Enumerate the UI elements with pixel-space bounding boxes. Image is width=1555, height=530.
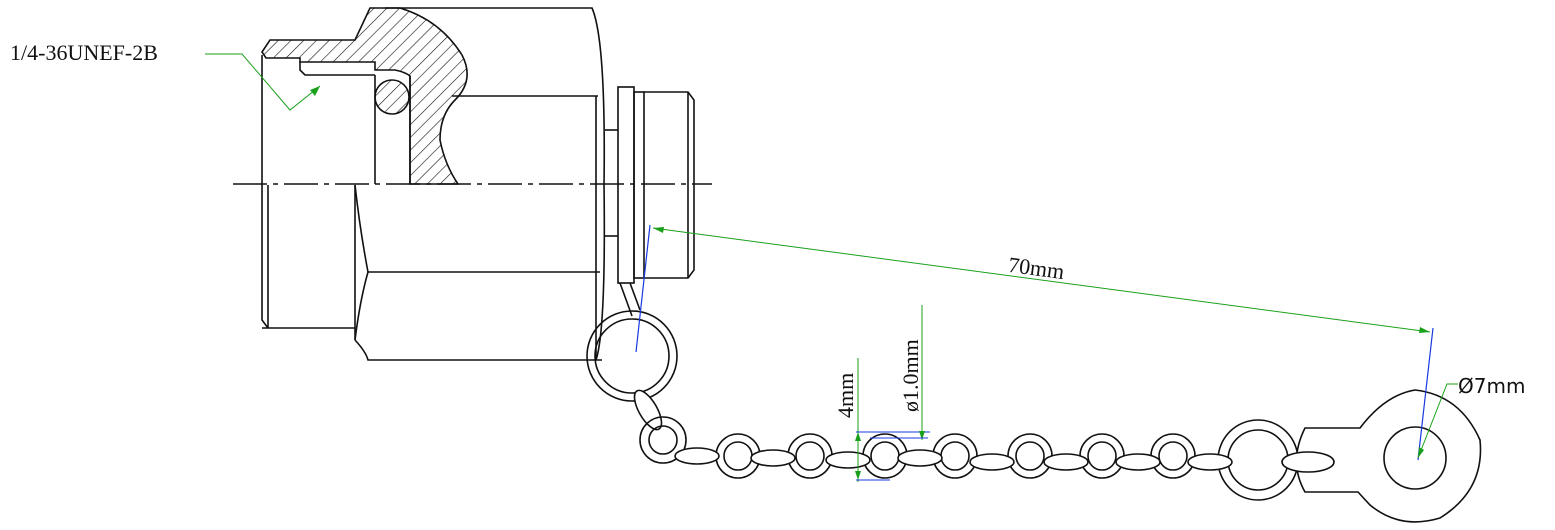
- chain-ring-top: [586, 310, 678, 402]
- connector-body: [233, 7, 712, 361]
- chain-link: [969, 453, 1015, 471]
- chain-link: [750, 449, 796, 467]
- hole-diameter-leader: Ø7mm: [1417, 374, 1525, 459]
- chain-link: [1187, 453, 1233, 471]
- thread-leader: 1/4-36UNEF-2B: [10, 40, 321, 111]
- link-size-label: 4mm: [833, 373, 858, 418]
- end-ring-lug: [1295, 389, 1482, 523]
- link-size-dimension: 4mm: [833, 358, 930, 482]
- chain-link: [1281, 451, 1335, 473]
- wire-diameter-label: ø1.0mm: [898, 339, 923, 412]
- chain-ball: [1007, 433, 1053, 479]
- o-ring-section: [374, 79, 410, 115]
- chain-ball: [1150, 433, 1196, 479]
- chain-link: [1115, 453, 1161, 471]
- wire-diameter-dimension: ø1.0mm: [870, 305, 928, 440]
- hole-diameter-label: Ø7mm: [1458, 374, 1525, 398]
- end-ring-hole: [1383, 426, 1447, 490]
- chain-ball: [1079, 433, 1125, 479]
- chain-link: [897, 449, 943, 467]
- chain-link: [633, 389, 663, 431]
- chain-link: [674, 447, 720, 465]
- chain-length-label: 70mm: [1007, 252, 1066, 284]
- chain-link: [825, 451, 871, 469]
- length-dimension: 70mm: [635, 224, 1434, 461]
- chain-link: [1043, 453, 1089, 471]
- thread-spec-label: 1/4-36UNEF-2B: [10, 40, 158, 65]
- chain: [586, 310, 1482, 523]
- hatched-thread-section: [261, 7, 468, 185]
- chain-ball: [639, 416, 687, 464]
